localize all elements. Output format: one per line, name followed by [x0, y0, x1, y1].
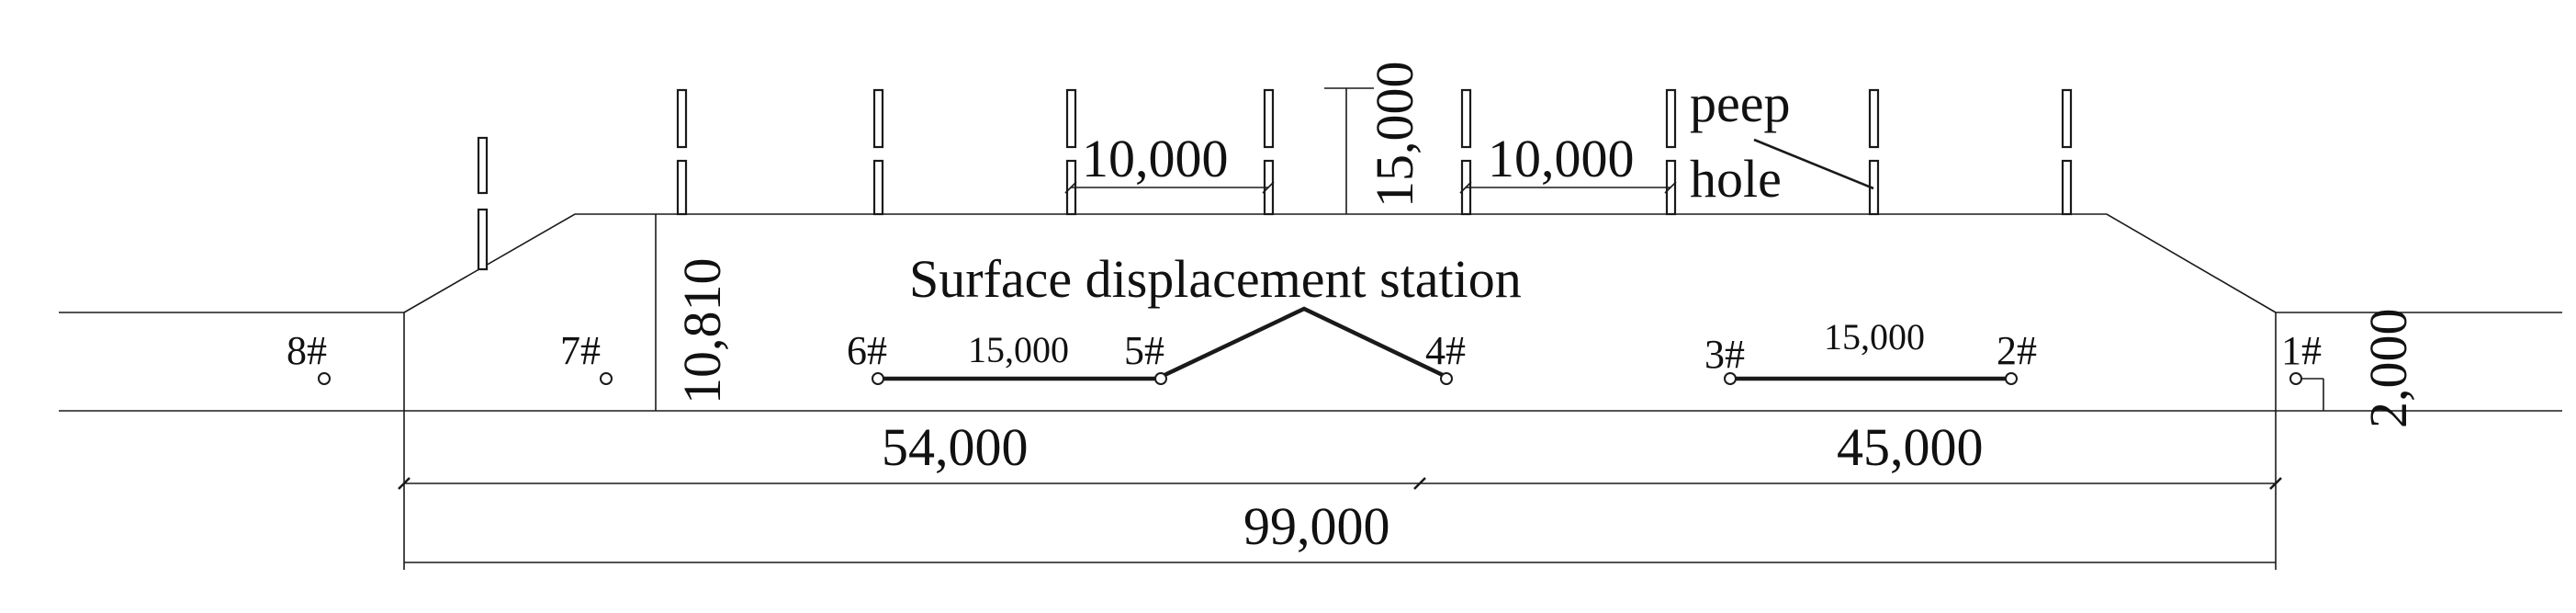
station-marker [2289, 372, 2302, 385]
station-label: 3# [1704, 332, 1745, 377]
station-label: 8# [287, 328, 327, 373]
station-marker [1724, 372, 1737, 385]
dimension-tick [398, 477, 411, 490]
offset-label: 2,000 [2358, 309, 2418, 429]
peep-hole-label: hole [1690, 149, 1782, 209]
peep-hole [1460, 88, 1472, 149]
peep-hole-label: peep [1690, 74, 1791, 133]
station-spacing-label: 15,000 [1824, 316, 1925, 358]
peep-hole-group [477, 88, 2073, 271]
peep-hole [477, 208, 489, 271]
station-marker [600, 372, 613, 385]
spacing-dimension-tick [1664, 181, 1677, 194]
spacing-dimension-tick [1262, 181, 1275, 194]
spacing-dimension-tick [1064, 181, 1077, 194]
station-spacing-label: 15,000 [968, 329, 1069, 370]
peep-hole [1868, 88, 1880, 149]
embankment-outline [403, 213, 2277, 411]
dimension-tick [2269, 477, 2282, 490]
fill-height-label: 10,810 [672, 258, 732, 405]
peep-hole [477, 136, 489, 195]
station-label: 1# [2281, 328, 2322, 373]
peep-hole [676, 88, 688, 149]
station-marker [1154, 372, 1167, 385]
station-label: 6# [847, 328, 887, 373]
dimension-label-54000: 54,000 [882, 417, 1029, 477]
station-label: 5# [1124, 328, 1164, 373]
spacing-label: 10,000 [1082, 129, 1229, 188]
peep-hole [676, 159, 688, 216]
spacing-label: 10,000 [1488, 129, 1635, 188]
peep-hole [1065, 88, 1077, 149]
dimension-label-99000: 99,000 [1243, 496, 1390, 556]
dimension-label-45000: 45,000 [1837, 417, 1984, 477]
station-leader [1160, 306, 1447, 380]
dimension-tick [1413, 477, 1426, 490]
station-marker [2005, 372, 2018, 385]
peep-hole [1263, 88, 1275, 149]
station-marker [1440, 372, 1453, 385]
surface-station-label: Surface displacement station [909, 249, 1522, 309]
peep-hole [2061, 88, 2073, 149]
peep-hole [1665, 88, 1677, 149]
peep-hole [872, 88, 884, 149]
station-label: 2# [1997, 328, 2037, 373]
station-label: 7# [560, 328, 601, 373]
peep-hole [2061, 159, 2073, 216]
spacing-dimension-tick [1459, 181, 1472, 194]
depth-label: 15,000 [1365, 62, 1424, 209]
station-marker [872, 372, 884, 385]
station-label: 4# [1425, 328, 1466, 373]
peep-hole-leader [1753, 138, 1874, 190]
peep-hole [872, 159, 884, 216]
station-marker [318, 372, 331, 385]
